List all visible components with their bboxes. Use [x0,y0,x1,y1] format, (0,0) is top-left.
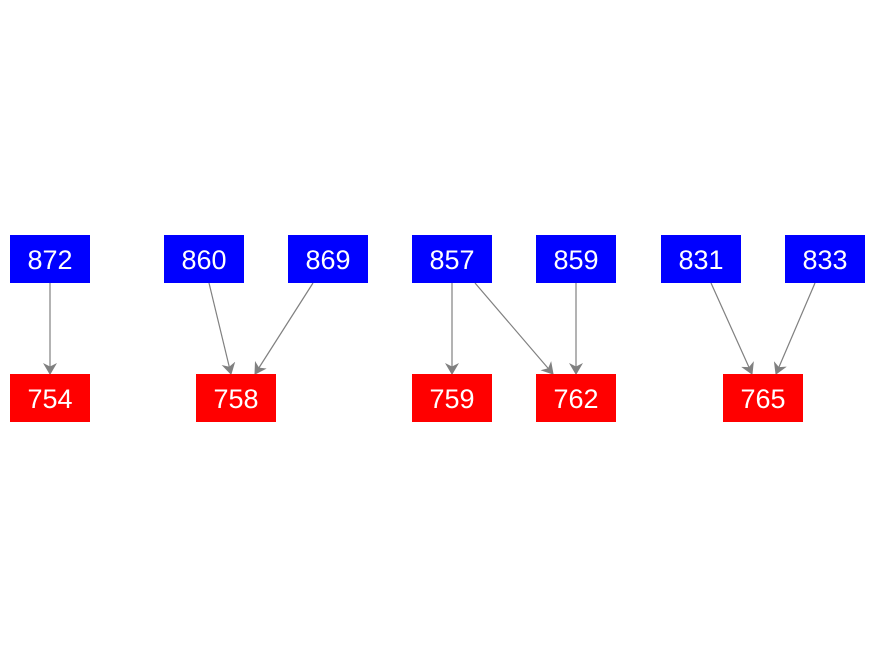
node-758: 758 [196,374,276,422]
node-831: 831 [661,235,741,283]
node-759: 759 [412,374,492,422]
edge-869-to-758 [254,282,314,375]
edges-layer [43,282,816,375]
node-box-860 [164,235,244,283]
node-label-759: 759 [429,384,474,414]
node-box-765 [723,374,803,422]
node-box-831 [661,235,741,283]
node-label-833: 833 [802,245,847,275]
edge-860-to-758 [208,282,236,375]
node-label-765: 765 [740,384,785,414]
node-box-759 [412,374,492,422]
node-box-869 [288,235,368,283]
node-label-754: 754 [27,384,72,414]
edge-831-to-765 [710,282,754,375]
node-box-859 [536,235,616,283]
node-869: 869 [288,235,368,283]
node-box-872 [10,235,90,283]
edge-857-to-762 [474,282,554,375]
node-765: 765 [723,374,803,422]
node-box-754 [10,374,90,422]
node-872: 872 [10,235,90,283]
node-box-762 [536,374,616,422]
node-762: 762 [536,374,616,422]
node-label-860: 860 [181,245,226,275]
node-label-872: 872 [27,245,72,275]
edge-833-to-765 [773,282,816,375]
node-859: 859 [536,235,616,283]
nodes-layer: 872 860 869 857 859 831 833 754 758 759 762 765 [10,235,865,422]
node-label-859: 859 [553,245,598,275]
node-box-833 [785,235,865,283]
node-860: 860 [164,235,244,283]
node-label-758: 758 [213,384,258,414]
node-857: 857 [412,235,492,283]
node-833: 833 [785,235,865,283]
node-label-857: 857 [429,245,474,275]
node-label-831: 831 [678,245,723,275]
node-label-762: 762 [553,384,598,414]
node-label-869: 869 [305,245,350,275]
node-box-758 [196,374,276,422]
node-box-857 [412,235,492,283]
node-754: 754 [10,374,90,422]
